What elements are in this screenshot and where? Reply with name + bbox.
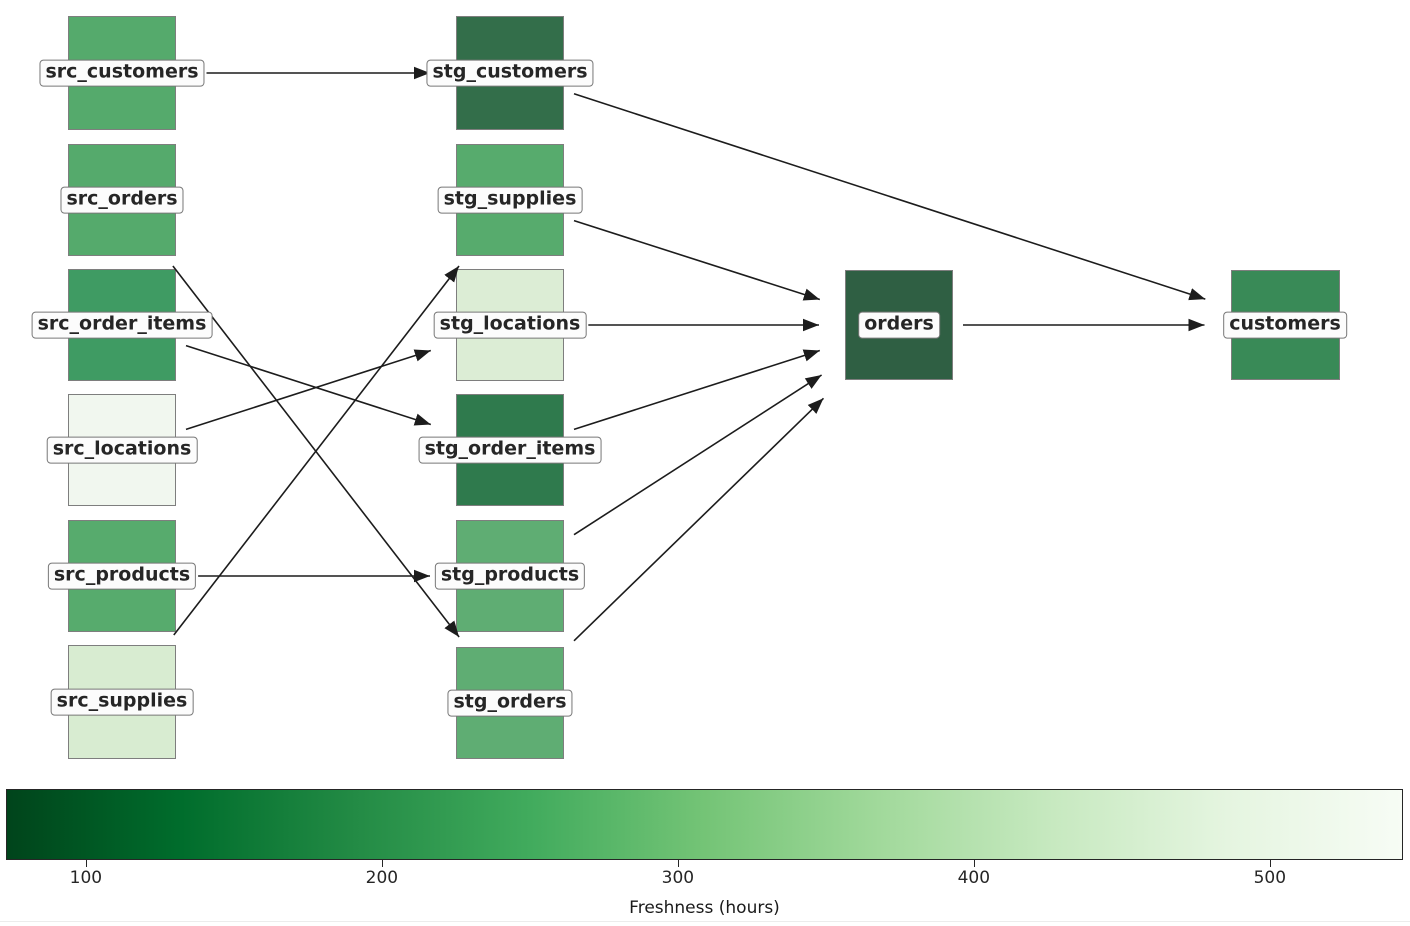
dag-node-label-src_locations: src_locations — [46, 436, 198, 464]
colorbar-tick — [381, 860, 384, 867]
colorbar-tick-label: 100 — [69, 868, 103, 888]
dag-node-label-stg_orders: stg_orders — [447, 689, 573, 717]
dag-edge-src_supplies-to-stg_supplies — [173, 265, 460, 636]
colorbar-tick — [85, 860, 88, 867]
dag-node-label-stg_products: stg_products — [434, 562, 586, 590]
dag-edge-stg_orders-to-orders — [573, 397, 825, 642]
colorbar-tick-label: 200 — [365, 868, 399, 888]
dag-node-label-customers: customers — [1223, 311, 1347, 339]
colorbar-tick — [677, 860, 680, 867]
colorbar-tick-label: 500 — [1253, 868, 1287, 888]
colorbar-tick-label: 400 — [957, 868, 991, 888]
colorbar-axis-label: Freshness (hours) — [629, 898, 780, 918]
dag-edge-stg_customers-to-customers — [573, 93, 1206, 301]
dag-edge-stg_supplies-to-orders — [573, 219, 821, 301]
colorbar-tick — [1269, 860, 1272, 867]
dag-node-label-src_customers: src_customers — [39, 59, 205, 87]
dag-edge-src_order_items-to-stg_order_items — [185, 344, 432, 426]
dag-node-label-stg_supplies: stg_supplies — [437, 186, 583, 214]
dag-node-label-orders: orders — [858, 311, 940, 339]
figure-bottom-divider — [0, 921, 1410, 922]
dag-node-label-src_order_items: src_order_items — [31, 311, 213, 339]
colorbar-tick-label: 300 — [661, 868, 695, 888]
dag-edge-src_locations-to-stg_locations — [185, 349, 432, 431]
dag-node-label-src_products: src_products — [47, 562, 197, 590]
dag-node-label-stg_locations: stg_locations — [433, 311, 587, 339]
colorbar-gradient — [6, 789, 1403, 860]
dag-edge-stg_products-to-orders — [573, 374, 823, 536]
colorbar-tick — [973, 860, 976, 867]
dag-node-label-stg_customers: stg_customers — [426, 59, 594, 87]
dag-edge-stg_order_items-to-orders — [573, 349, 821, 431]
dag-node-label-src_orders: src_orders — [60, 186, 184, 214]
dag-node-label-src_supplies: src_supplies — [50, 688, 194, 716]
dag-node-label-stg_order_items: stg_order_items — [418, 436, 602, 464]
